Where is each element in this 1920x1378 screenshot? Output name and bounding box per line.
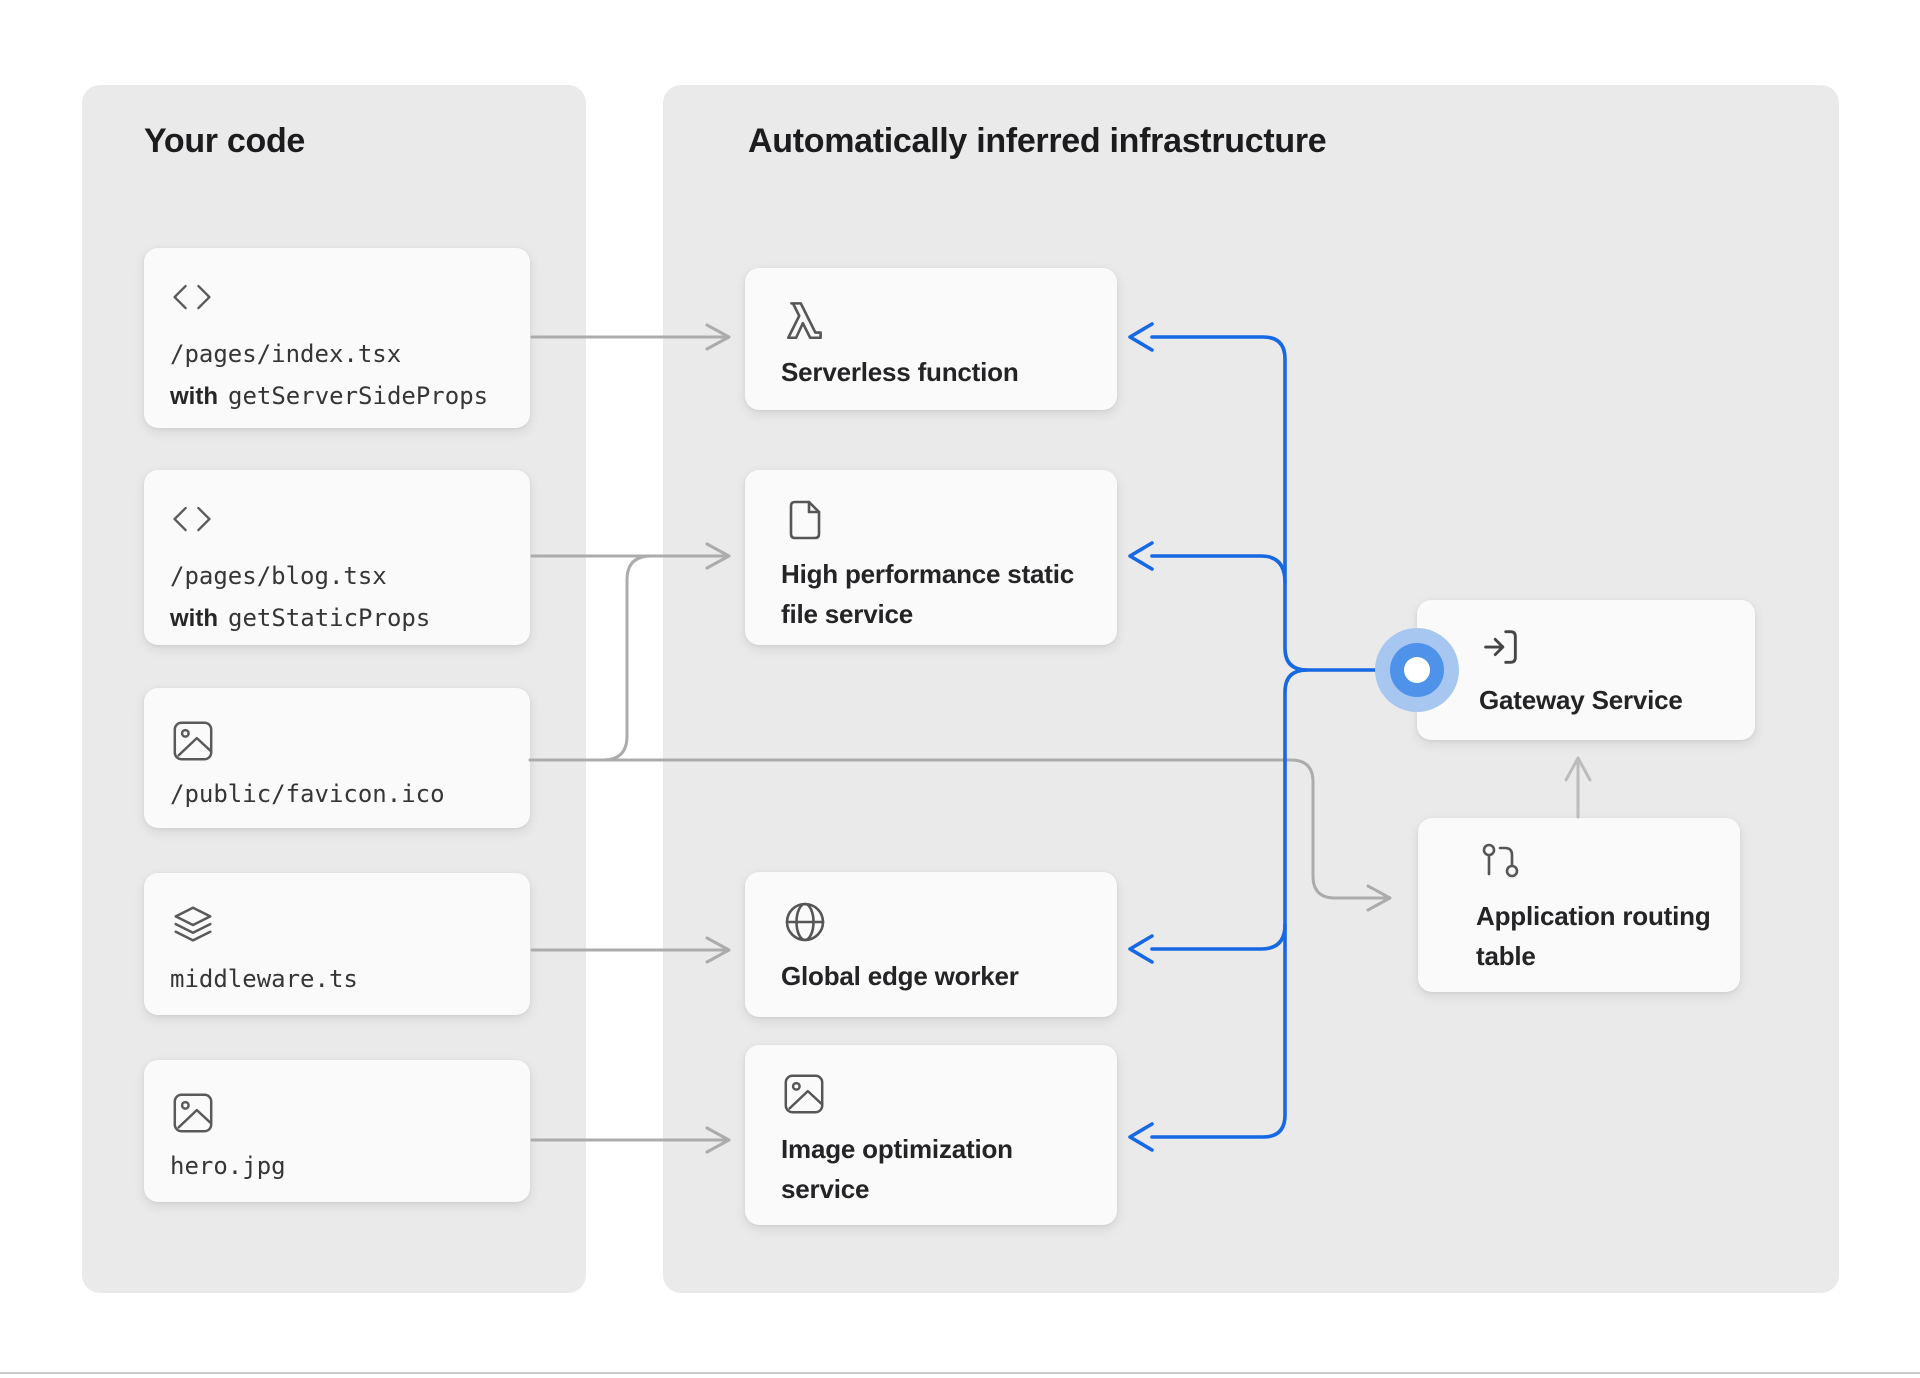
card-pages-index: /pages/index.tsx with getServerSideProps	[144, 248, 530, 428]
with-label: with	[170, 605, 218, 632]
image-icon	[170, 1090, 216, 1136]
file-path: hero.jpg	[170, 1152, 286, 1180]
card-pages-blog: /pages/blog.tsx with getStaticProps	[144, 470, 530, 645]
file-path: /pages/blog.tsx	[170, 562, 387, 590]
login-icon	[1477, 624, 1523, 670]
card-global-edge-worker: Global edge worker	[745, 872, 1117, 1017]
file-path: /public/favicon.ico	[170, 780, 445, 808]
service-label: Global edge worker	[781, 961, 1019, 991]
card-middleware: middleware.ts	[144, 873, 530, 1015]
card-application-routing-table: Application routing table	[1418, 818, 1740, 992]
lambda-icon	[781, 294, 831, 344]
image-icon	[781, 1071, 827, 1117]
service-label: Image optimization service	[781, 1134, 1013, 1204]
code-icon	[170, 500, 214, 540]
service-label: Gateway Service	[1479, 685, 1683, 715]
bottom-divider	[0, 1372, 1920, 1374]
file-detail: with getStaticProps	[170, 604, 430, 633]
with-code: getStaticProps	[228, 604, 431, 632]
card-static-file-service: High performance static file service	[745, 470, 1117, 645]
left-panel-title: Your code	[144, 122, 306, 160]
file-icon	[781, 496, 829, 544]
file-path: /pages/index.tsx	[170, 340, 402, 368]
with-label: with	[170, 383, 218, 410]
card-favicon: /public/favicon.ico	[144, 688, 530, 828]
service-label: Serverless function	[781, 357, 1019, 387]
card-hero: hero.jpg	[144, 1060, 530, 1202]
image-icon	[170, 718, 216, 764]
globe-icon	[781, 898, 829, 946]
service-label: Application routing table	[1476, 901, 1711, 971]
card-serverless-function: Serverless function	[745, 268, 1117, 410]
card-image-optimization: Image optimization service	[745, 1045, 1117, 1225]
code-icon	[170, 278, 214, 318]
with-code: getServerSideProps	[228, 382, 489, 410]
right-panel-title: Automatically inferred infrastructure	[748, 122, 1327, 160]
file-detail: with getServerSideProps	[170, 382, 488, 411]
route-icon	[1476, 840, 1524, 888]
arrow-favicon-to-static-branch	[601, 554, 653, 762]
layers-icon	[170, 903, 216, 949]
card-gateway-service: Gateway Service	[1417, 600, 1755, 740]
service-label: High performance static file service	[781, 559, 1075, 629]
file-path: middleware.ts	[170, 965, 358, 993]
